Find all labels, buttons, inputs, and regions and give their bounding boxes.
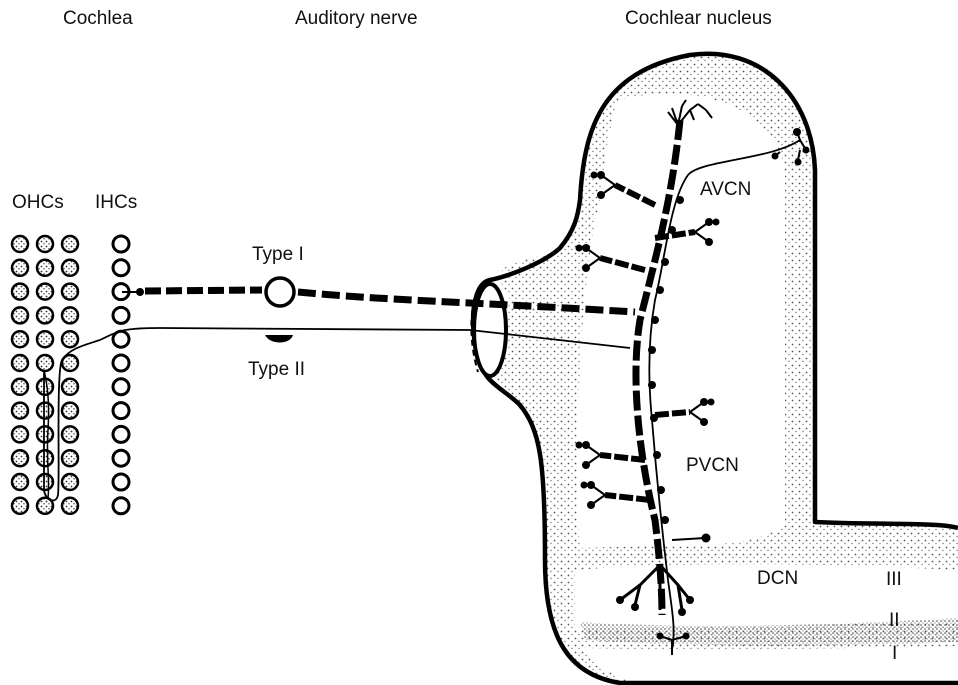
ihc-cell bbox=[113, 450, 129, 466]
cochlear-nucleus-shape bbox=[471, 54, 958, 685]
ohc-cell bbox=[12, 331, 28, 347]
type-ii-label: Type II bbox=[248, 360, 305, 379]
ohc-cell bbox=[12, 307, 28, 323]
ohc-cell bbox=[62, 450, 78, 466]
cochlear-nucleus-header: Cochlear nucleus bbox=[625, 9, 772, 28]
ohc-cell bbox=[12, 450, 28, 466]
bouton bbox=[651, 316, 659, 324]
ohc-cell bbox=[12, 355, 28, 371]
bouton bbox=[656, 286, 664, 294]
ohc-cell bbox=[12, 426, 28, 442]
ihc-cell bbox=[113, 474, 129, 490]
inner-hair-cells bbox=[113, 236, 129, 514]
ohc-cell bbox=[37, 236, 53, 252]
ohcs-label: OHCs bbox=[12, 193, 64, 212]
ihc-cell bbox=[113, 260, 129, 276]
type-ii-cell-body bbox=[265, 335, 293, 343]
ohc-cell bbox=[37, 260, 53, 276]
layer-i-label: I bbox=[892, 644, 897, 663]
ihc-cell bbox=[113, 403, 129, 419]
ohc-cell bbox=[62, 498, 78, 514]
ohc-cell bbox=[62, 331, 78, 347]
bouton bbox=[648, 381, 656, 389]
ohc-cell bbox=[37, 284, 53, 300]
bouton bbox=[676, 196, 684, 204]
ihc-cell bbox=[113, 307, 129, 323]
ohc-cell bbox=[37, 307, 53, 323]
ohc-cell bbox=[62, 284, 78, 300]
ihc-cell bbox=[113, 426, 129, 442]
ihcs-label: IHCs bbox=[95, 193, 137, 212]
ohc-cell bbox=[62, 307, 78, 323]
ohc-cell bbox=[37, 403, 53, 419]
type-i-label: Type I bbox=[252, 245, 304, 264]
ohc-cell bbox=[12, 284, 28, 300]
ohc-cell bbox=[12, 403, 28, 419]
ohc-cell bbox=[37, 331, 53, 347]
ohc-cell bbox=[12, 474, 28, 490]
ohc-cell bbox=[12, 260, 28, 276]
ohc-cell bbox=[62, 474, 78, 490]
ohc-cell bbox=[37, 379, 53, 395]
cochlea-header: Cochlea bbox=[63, 9, 133, 28]
bouton bbox=[650, 414, 658, 422]
ohc-cell bbox=[62, 403, 78, 419]
bouton bbox=[661, 516, 669, 524]
ohc-cell bbox=[12, 379, 28, 395]
ohc-cell bbox=[37, 355, 53, 371]
ihc-cell bbox=[113, 498, 129, 514]
ohc-cell bbox=[62, 236, 78, 252]
ohc-cell bbox=[12, 498, 28, 514]
dcn-label: DCN bbox=[757, 569, 798, 588]
ohc-cell bbox=[62, 379, 78, 395]
ohc-cell bbox=[37, 450, 53, 466]
ihc-cell bbox=[113, 379, 129, 395]
bouton bbox=[657, 486, 665, 494]
type-i-cell-body bbox=[266, 278, 294, 306]
pvcn-label: PVCN bbox=[686, 456, 739, 475]
bouton bbox=[661, 258, 669, 266]
ohc-cell bbox=[62, 426, 78, 442]
ohc-cell bbox=[37, 474, 53, 490]
ohc-cell bbox=[37, 426, 53, 442]
ohc-cell bbox=[12, 236, 28, 252]
ihc-cell bbox=[113, 236, 129, 252]
ohc-cell bbox=[62, 260, 78, 276]
layer-iii-label: III bbox=[886, 570, 902, 589]
auditory-nerve-header: Auditory nerve bbox=[295, 9, 418, 28]
layer-ii-label: II bbox=[889, 611, 900, 630]
ihc-cell bbox=[113, 355, 129, 371]
avcn-label: AVCN bbox=[700, 180, 751, 199]
bouton bbox=[668, 226, 676, 234]
bouton bbox=[648, 346, 656, 354]
bouton bbox=[653, 451, 661, 459]
